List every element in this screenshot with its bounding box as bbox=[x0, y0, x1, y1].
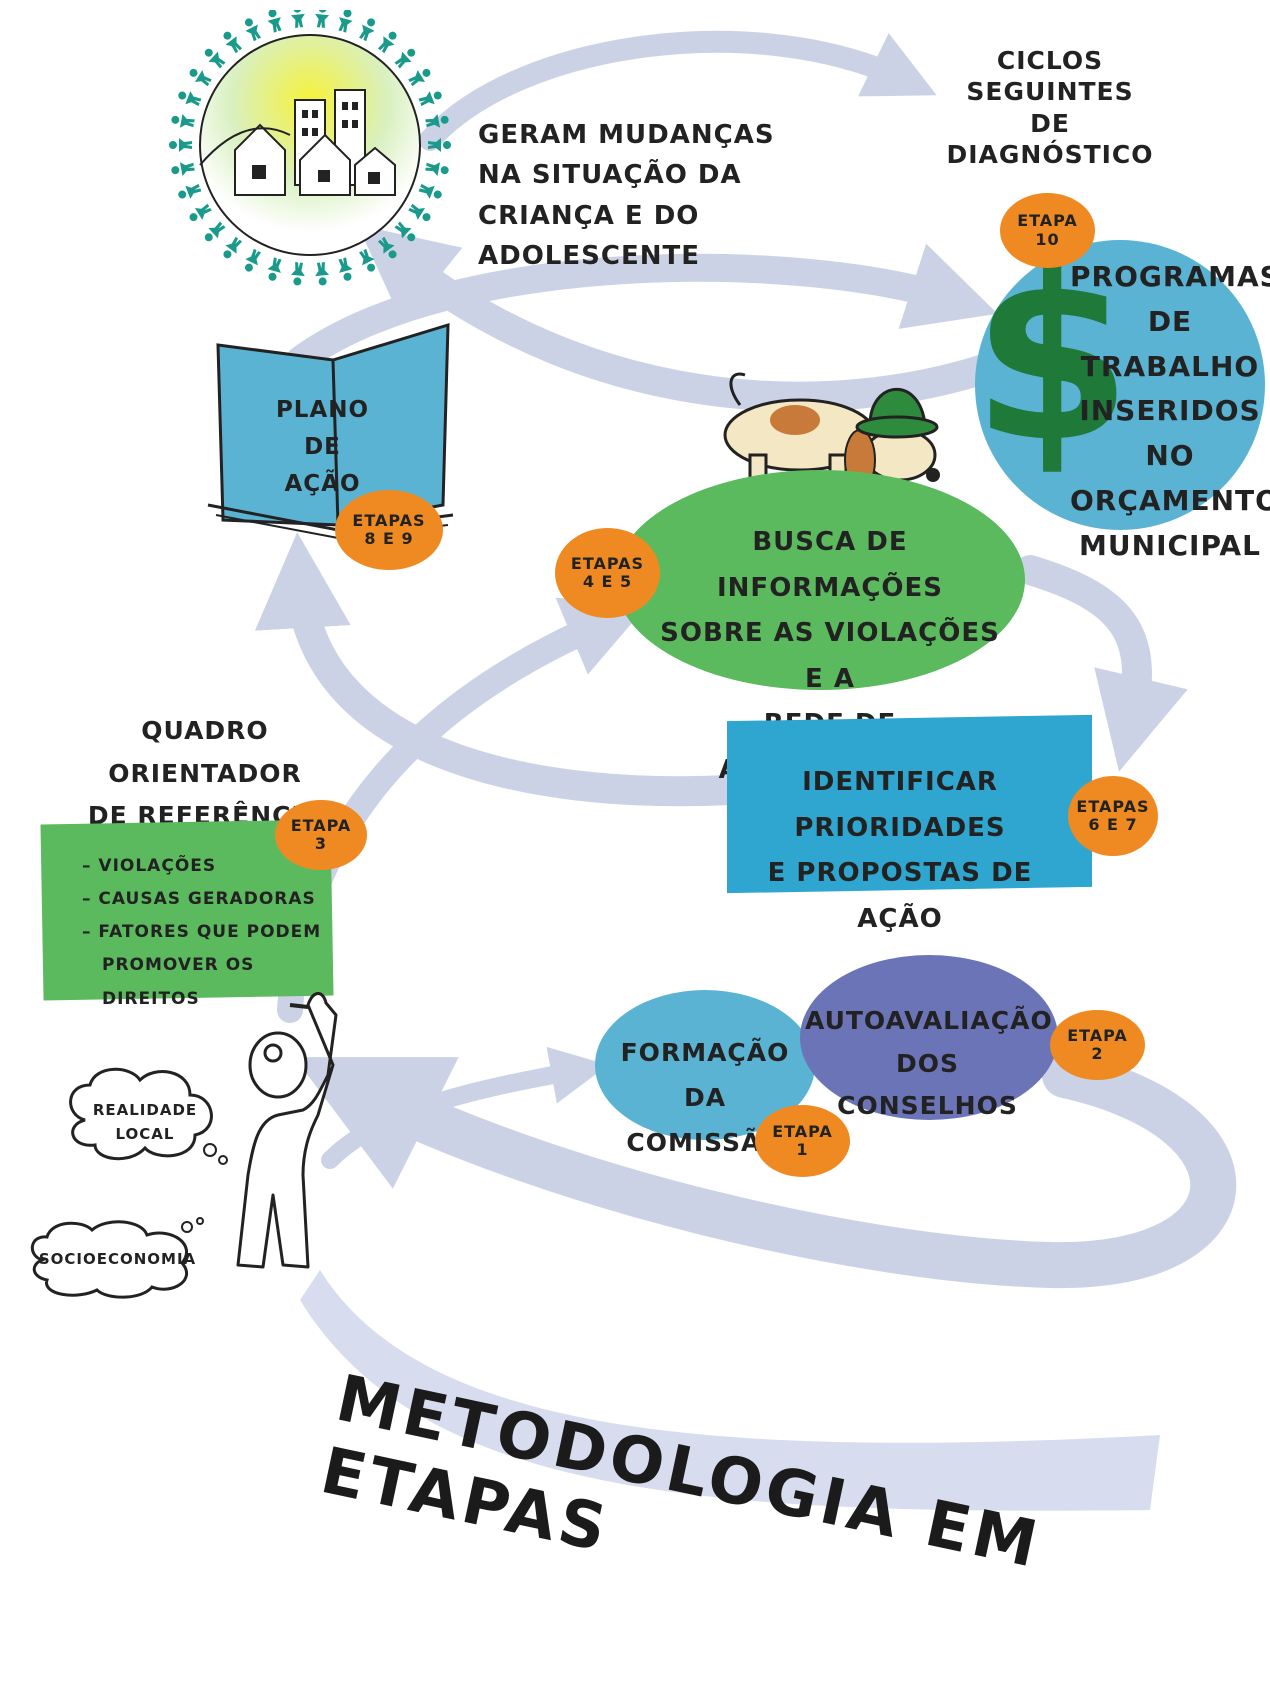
ring-person bbox=[267, 257, 282, 281]
ring-person bbox=[178, 91, 202, 107]
framework-item: – Fatores que podem bbox=[82, 922, 322, 943]
ring-person bbox=[408, 68, 431, 87]
ring-person bbox=[394, 221, 416, 242]
ring-person bbox=[377, 31, 397, 54]
ring-person bbox=[394, 48, 416, 69]
search-blob bbox=[615, 470, 1025, 690]
ring-person bbox=[418, 91, 442, 107]
city-globe-icon bbox=[169, 10, 451, 286]
arrow-big-return bbox=[294, 1052, 1237, 1289]
framework-item: promover os direitos bbox=[102, 955, 255, 1009]
ring-person bbox=[315, 262, 330, 286]
priorities-badge: Etapas6 e 7 bbox=[1068, 776, 1158, 856]
ring-person bbox=[425, 162, 449, 176]
ring-person bbox=[418, 183, 442, 199]
ring-person bbox=[223, 31, 243, 54]
ring-person bbox=[178, 183, 202, 199]
changes-label: Geram mudanças na situação da criança e … bbox=[478, 120, 775, 271]
ring-person bbox=[189, 203, 212, 222]
person-thinking-icon bbox=[236, 992, 338, 1269]
ring-person bbox=[338, 10, 353, 33]
framework-item: – Violações bbox=[82, 856, 217, 876]
next-cycles-label: Ciclos seguintes de diagnóstico bbox=[946, 46, 1154, 169]
ring-person bbox=[315, 10, 330, 28]
ring-person bbox=[244, 248, 261, 272]
programs-badge: Etapa10 bbox=[1000, 193, 1095, 268]
ring-person bbox=[290, 10, 305, 28]
ring-person bbox=[204, 221, 226, 242]
ring-person bbox=[223, 236, 243, 259]
framework-list: – Violações – Causas geradoras – Fatores… bbox=[82, 850, 332, 1016]
ring-person bbox=[171, 114, 195, 128]
ring-person bbox=[408, 203, 431, 222]
arrow-to-plan bbox=[254, 532, 745, 807]
title-ribbon bbox=[300, 1270, 1160, 1511]
ring-person bbox=[290, 262, 305, 286]
ring-person bbox=[244, 18, 261, 42]
priorities-label: Identificar prioridades e propostas de a… bbox=[767, 767, 1033, 934]
selfeval-label: Autoavaliação dos conselhos bbox=[805, 1006, 1053, 1120]
ring-person bbox=[359, 248, 376, 272]
ring-person bbox=[428, 138, 451, 152]
arrow-top-cycle bbox=[419, 30, 937, 151]
search-badge: Etapas4 e 5 bbox=[555, 528, 660, 618]
cloud-local-label: Realidade local bbox=[92, 1101, 198, 1143]
framework-badge: Etapa3 bbox=[275, 800, 367, 870]
arrow-to-priorities bbox=[1015, 555, 1188, 772]
ring-person bbox=[171, 162, 195, 176]
methodology-diagram: Ciclos seguintes de diagnóstico Geram mu… bbox=[31, 10, 1270, 1583]
ring-person bbox=[425, 114, 449, 128]
ring-person bbox=[267, 10, 282, 33]
ring-person bbox=[377, 236, 397, 259]
thought-cloud-icon bbox=[31, 1217, 204, 1299]
programs-circle bbox=[975, 240, 1265, 530]
selfeval-ellipse bbox=[800, 955, 1058, 1120]
plan-badge: Etapas8 e 9 bbox=[335, 490, 443, 570]
commission-badge: Etapa1 bbox=[755, 1105, 850, 1177]
ring-person bbox=[338, 257, 353, 281]
thought-cloud-icon bbox=[69, 1067, 228, 1165]
ring-person bbox=[204, 48, 226, 69]
ring-person bbox=[169, 138, 192, 152]
selfeval-badge: Etapa2 bbox=[1050, 1010, 1145, 1080]
plan-label: Plano de ação bbox=[275, 397, 370, 497]
programs-label: Programas de trabalho inseridos no orçam… bbox=[1070, 260, 1270, 562]
arrow-to-changes bbox=[357, 224, 1025, 412]
cloud-socio-label: Socioeconomia bbox=[38, 1250, 197, 1268]
ring-person bbox=[189, 68, 212, 87]
ring-person bbox=[359, 18, 376, 42]
framework-item: – Causas geradoras bbox=[82, 889, 316, 910]
